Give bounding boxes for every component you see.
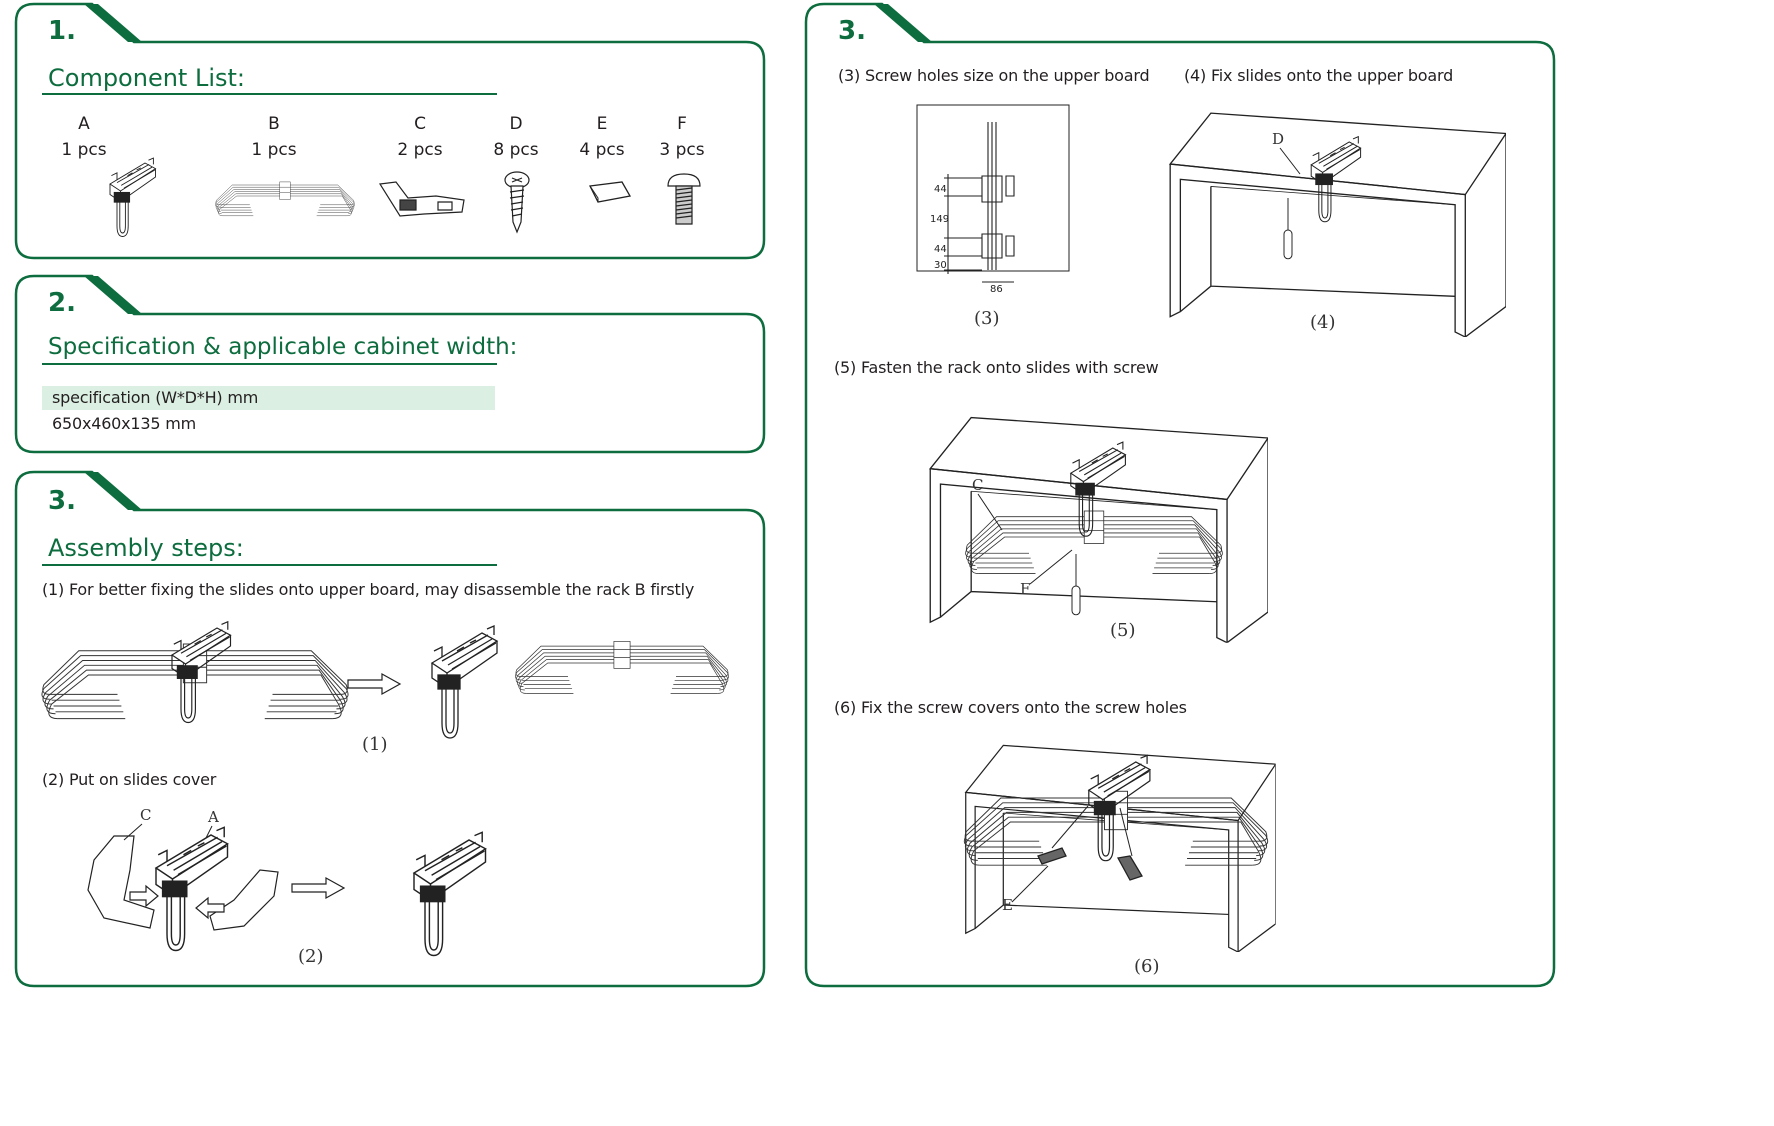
section-heading: Specification & applicable cabinet width…	[48, 334, 518, 360]
label-c: C	[140, 806, 151, 824]
rack-illustration	[514, 628, 730, 698]
step3-text: (3) Screw holes size on the upper board	[838, 66, 1150, 85]
heading-rule	[42, 564, 497, 566]
step4-text: (4) Fix slides onto the upper board	[1184, 66, 1454, 85]
dim-30: 30	[934, 260, 947, 271]
arrow-icon	[290, 876, 346, 900]
arrow-icon	[346, 672, 402, 696]
heading-rule	[42, 363, 497, 365]
component-qty: 1 pcs	[61, 140, 107, 160]
step1-caption: (1)	[362, 734, 388, 755]
section-number: 2.	[48, 288, 76, 318]
component-letter: D	[509, 114, 523, 134]
component-letter: B	[268, 114, 280, 134]
panel-frame	[804, 2, 1556, 988]
section-heading: Component List:	[48, 64, 246, 92]
section-heading: Assembly steps:	[48, 534, 244, 562]
screw-cover-icon	[586, 180, 632, 204]
component-qty: 1 pcs	[251, 140, 297, 160]
trouser-rack-icon	[210, 174, 360, 218]
section-number: 1.	[48, 16, 76, 46]
assembly-steps-continued-panel: 3. (3) Screw holes size on the upper boa…	[804, 2, 1556, 990]
dim-86: 86	[990, 284, 1003, 295]
specification-panel: 2. Specification & applicable cabinet wi…	[14, 274, 766, 456]
machine-screw-icon	[664, 172, 704, 228]
component-qty: 3 pcs	[659, 140, 705, 160]
dim-44-top: 44	[934, 184, 947, 195]
panel-frame	[14, 2, 766, 260]
label-d: D	[1272, 130, 1284, 148]
component-letter: C	[414, 114, 426, 134]
step6-text: (6) Fix the screw covers onto the screw …	[834, 698, 1187, 717]
step2-text: (2) Put on slides cover	[42, 770, 217, 789]
component-qty: 4 pcs	[579, 140, 625, 160]
heading-rule	[42, 93, 497, 95]
step1-text: (1) For better fixing the slides onto up…	[42, 580, 695, 599]
panel-frame	[14, 470, 766, 988]
dim-44-bottom: 44	[934, 244, 947, 255]
step6-caption: (6)	[1134, 956, 1160, 977]
labels-c-f: C F	[972, 476, 1078, 598]
label-c: C	[972, 476, 983, 494]
slide-assembly-illustration	[134, 810, 244, 970]
slide-cover-icon	[378, 180, 468, 220]
screwdriver-icon	[1280, 198, 1296, 262]
label-f: F	[1020, 580, 1030, 598]
slide-cover-illustration: C A	[84, 806, 284, 960]
screw-covers-illustration: E	[1002, 794, 1150, 914]
dim-149: 149	[930, 214, 949, 225]
section-number: 3.	[48, 486, 76, 516]
screw-hole-diagram: 44 149 44 30 86	[916, 104, 1070, 295]
label-a: A	[207, 808, 219, 826]
step5-caption: (5)	[1110, 620, 1136, 641]
spec-label: specification (W*D*H) mm	[52, 388, 259, 407]
step4-caption: (4)	[1310, 312, 1336, 333]
step5-text: (5) Fasten the rack onto slides with scr…	[834, 358, 1159, 377]
component-qty: 8 pcs	[493, 140, 539, 160]
step2-caption: (2)	[298, 946, 324, 967]
wood-screw-icon	[502, 170, 532, 234]
label-e: E	[1002, 896, 1013, 914]
section-number: 3.	[838, 16, 866, 46]
slide-assembly-illustration	[412, 616, 512, 750]
label-d-marker: D	[1272, 130, 1310, 178]
component-letter: E	[596, 114, 608, 134]
step3-caption: (3)	[974, 308, 1000, 329]
component-letter: A	[78, 114, 90, 134]
component-list-panel: 1. Component List: A 1 pcs B 1 pcs C 2 p…	[14, 2, 766, 260]
slide-with-cover-illustration	[392, 820, 502, 970]
spec-header-row	[42, 386, 495, 410]
slide-assembly-illustration	[154, 618, 244, 728]
component-letter: F	[677, 114, 687, 134]
panel-frame	[14, 274, 766, 454]
assembly-steps-panel: 3. Assembly steps: (1) For better fixing…	[14, 470, 766, 990]
component-qty: 2 pcs	[397, 140, 443, 160]
spec-value: 650x460x135 mm	[52, 414, 197, 433]
slide-assembly-icon	[96, 152, 166, 244]
